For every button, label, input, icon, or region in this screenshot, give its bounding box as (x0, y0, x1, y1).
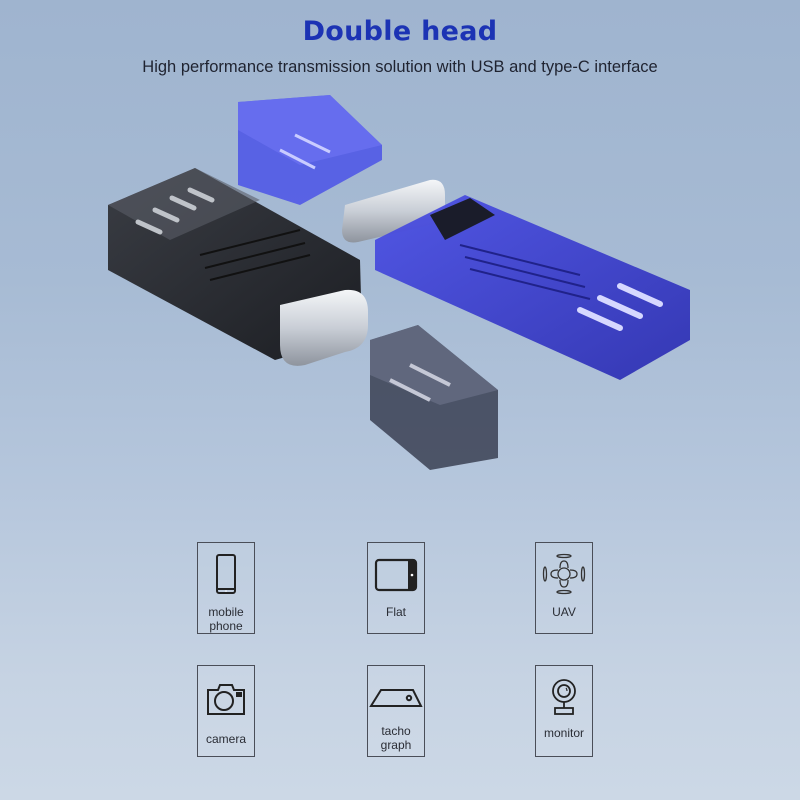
device-label-line2: graph (380, 738, 412, 752)
blue-cap (238, 95, 382, 205)
product-image (108, 95, 690, 470)
dashcam-icon (369, 689, 423, 707)
device-label-line1: Flat (385, 605, 406, 619)
camera-icon (207, 684, 245, 715)
page-title: Double head (302, 16, 498, 47)
device-label-line1: tacho (381, 724, 411, 738)
device-label-line1: camera (205, 732, 246, 746)
webcam-icon (552, 679, 576, 715)
smartphone-icon (216, 554, 236, 594)
tablet-icon (374, 558, 418, 592)
black-device (108, 168, 368, 366)
device-tile-monitor: monitor (535, 665, 593, 757)
device-label-line1: mobile (208, 605, 244, 619)
device-label-line1: monitor (543, 726, 584, 740)
device-label-line2: phone (209, 619, 243, 633)
device-tile-flat: Flat (367, 542, 425, 634)
device-tile-mobile-phone: mobile phone (197, 542, 255, 634)
drone-icon (542, 553, 586, 595)
device-tile-tachograph: tacho graph (367, 665, 425, 757)
device-tile-uav: UAV (535, 542, 593, 634)
dark-cap (370, 325, 498, 470)
blue-device (375, 195, 690, 380)
device-label-line1: UAV (552, 605, 576, 619)
page-subtitle: High performance transmission solution w… (142, 58, 658, 76)
device-tile-camera: camera (197, 665, 255, 757)
